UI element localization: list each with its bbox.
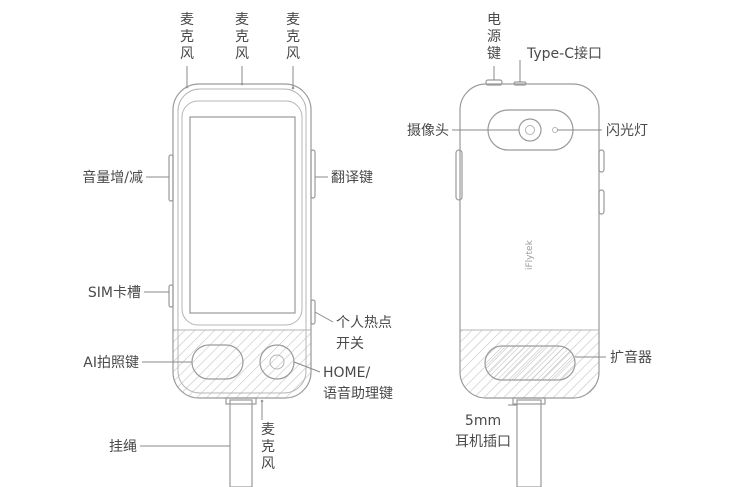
svg-text:电源键: 电源键 — [487, 12, 501, 62]
label-ai-photo-key: AI拍照键 — [83, 355, 139, 371]
label-camera: 摄像头 — [407, 123, 449, 139]
label-hotspot-line2: 开关 — [336, 336, 364, 352]
label-home-line2: 语音助理键 — [323, 385, 393, 402]
mic-hole — [185, 85, 189, 89]
label-char: 麦 — [235, 12, 249, 28]
label-char: 麦 — [286, 12, 300, 28]
labels: 麦克风 麦克风 麦克风 电源键 麦克风 Type-C接口 音量增/减 翻译键 S… — [82, 12, 652, 472]
lanyard-clip — [225, 397, 257, 405]
headphone-jack — [512, 397, 546, 405]
label-hotspot-line1: 个人热点 — [336, 315, 392, 331]
label-mic-bottom: 麦克风 — [261, 422, 275, 472]
mic-hole — [240, 82, 244, 86]
back-side-button — [598, 189, 605, 215]
label-mic-top-1: 麦克风 — [180, 12, 194, 62]
mic-hole — [291, 86, 295, 90]
label-mic-top-2: 麦克风 — [235, 12, 249, 62]
label-type-c: Type-C接口 — [526, 45, 602, 62]
sim-tray — [168, 284, 174, 308]
front-body-inner — [177, 88, 307, 394]
label-home-line1: HOME/ — [323, 365, 370, 381]
label-char: 风 — [235, 46, 249, 62]
screen-bezel — [181, 100, 303, 326]
label-lanyard: 挂绳 — [109, 439, 137, 455]
label-char: 麦 — [261, 422, 275, 438]
flash-led — [552, 127, 558, 133]
label-volume: 音量增/减 — [82, 169, 143, 186]
label-char: 风 — [286, 46, 300, 62]
back-translate-button — [455, 149, 463, 201]
headphone-plug — [516, 399, 542, 487]
label-sim-slot: SIM卡槽 — [88, 285, 141, 301]
label-char: 克 — [235, 29, 249, 45]
leader-hotspot — [314, 311, 334, 323]
back-device: iFlytek — [455, 79, 605, 487]
label-jack-line2: 耳机插口 — [455, 434, 511, 450]
hotspot-switch — [310, 299, 316, 325]
translate-button — [310, 149, 316, 199]
label-char: 麦 — [180, 12, 194, 28]
label-power-key: 电源键 — [487, 12, 501, 62]
label-mic-top-3: 麦克风 — [286, 12, 300, 62]
back-side-button — [598, 149, 605, 173]
camera-lens — [518, 118, 542, 142]
brand-logo: iFlytek — [525, 239, 535, 270]
leader-home — [293, 361, 321, 373]
volume-button — [168, 154, 174, 202]
label-jack-line1: 5mm — [465, 413, 501, 429]
label-char: 风 — [180, 46, 194, 62]
mic-hole-bottom — [260, 399, 264, 403]
home-key-inner — [269, 354, 285, 370]
label-char: 电 — [487, 12, 501, 28]
label-char: 克 — [261, 439, 275, 455]
speaker-grille — [484, 345, 576, 381]
label-char: 键 — [487, 46, 501, 62]
label-char: 源 — [487, 29, 501, 45]
svg-text:麦克风: 麦克风 — [180, 12, 194, 62]
svg-text:麦克风: 麦克风 — [261, 422, 275, 472]
front-device — [168, 82, 316, 487]
svg-text:麦克风: 麦克风 — [286, 12, 300, 62]
front-hatched-zone — [173, 330, 311, 398]
label-char: 风 — [261, 456, 275, 472]
label-char: 克 — [286, 29, 300, 45]
label-flash: 闪光灯 — [606, 123, 648, 139]
label-speaker: 扩音器 — [610, 349, 652, 366]
camera-lens-inner — [525, 125, 535, 135]
screen — [189, 116, 296, 314]
lanyard-strap — [229, 399, 253, 487]
svg-text:麦克风: 麦克风 — [235, 12, 249, 62]
leader-lines — [140, 60, 606, 447]
label-translate-key: 翻译键 — [331, 170, 373, 186]
label-char: 克 — [180, 29, 194, 45]
